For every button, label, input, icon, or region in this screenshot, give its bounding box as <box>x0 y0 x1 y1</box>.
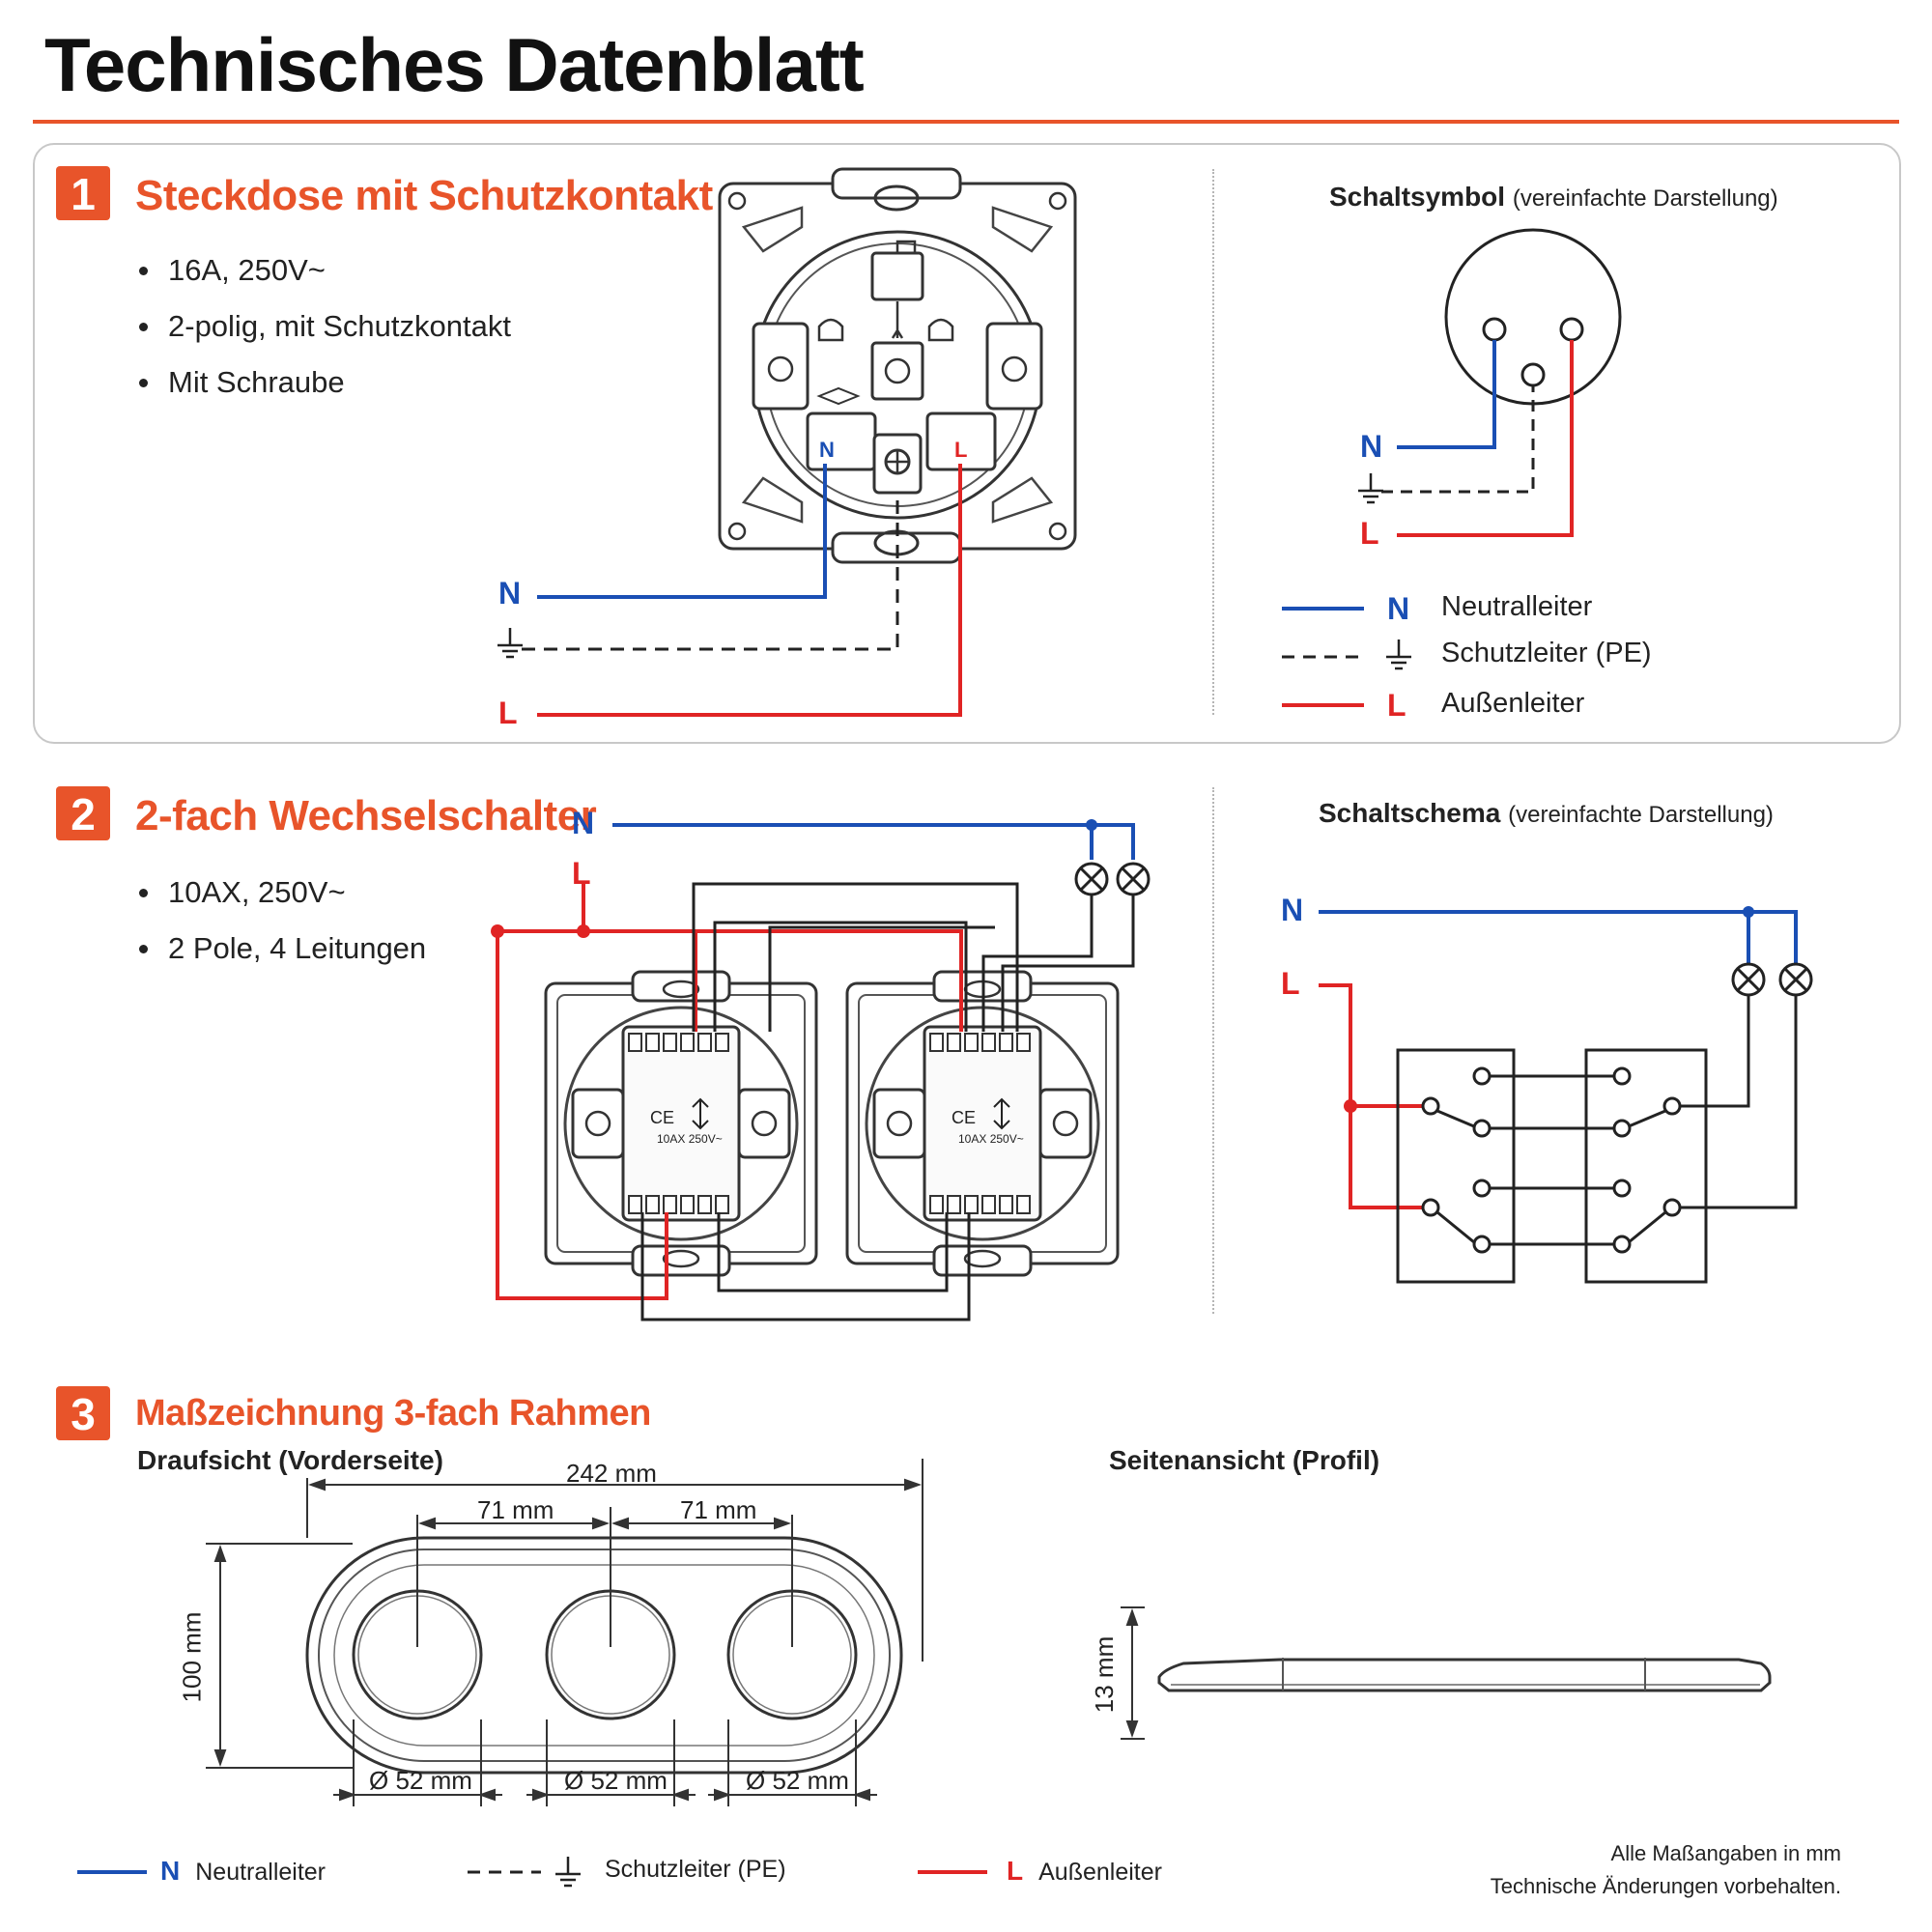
earth-symbol <box>496 626 525 659</box>
title-rule <box>33 120 1899 124</box>
footer-note-2: Technische Änderungen vorbehalten. <box>1490 1874 1841 1898</box>
neutral-wire <box>537 464 827 599</box>
frame-side-view <box>1157 1658 1772 1692</box>
phase-label: L <box>498 696 518 730</box>
top-view-heading: Draufsicht (Vorderseite) <box>137 1445 443 1475</box>
section-1-divider <box>1212 169 1214 715</box>
footer-legend-earth: Schutzleiter (PE) <box>605 1856 786 1883</box>
dim-diameter-2: Ø 52 mm <box>564 1766 668 1795</box>
phase-wire <box>537 464 962 717</box>
page-title: Technisches Datenblatt <box>44 22 865 107</box>
symbol-l-label: L <box>1360 516 1379 551</box>
dim-width: 242 mm <box>566 1459 657 1488</box>
section-3-title: Maßzeichnung 3-fach Rahmen <box>135 1393 651 1434</box>
earth-wire <box>522 493 899 651</box>
schema-n-label: N <box>1281 893 1304 927</box>
dim-depth: 13 mm <box>1090 1635 1120 1714</box>
schema-heading: Schaltschema (vereinfachte Darstellung) <box>1319 798 1774 828</box>
bullet-item: 16A, 250V~ <box>135 253 511 309</box>
socket-drawing <box>718 167 1077 564</box>
symbol-n-label: N <box>1360 429 1383 464</box>
module-rating-right: 10AX 250V~ <box>958 1132 1024 1146</box>
dim-diameter-1: Ø 52 mm <box>369 1766 472 1795</box>
dim-height: 100 mm <box>177 1611 207 1703</box>
bullet-item: 10AX, 250V~ <box>135 875 426 931</box>
terminal-n-label: N <box>819 438 835 462</box>
symbol-heading: Schaltsymbol (vereinfachte Darstellung) <box>1329 182 1778 212</box>
section-2-title: 2-fach Wechselschalter <box>135 792 597 839</box>
section-2-badge: 2 <box>56 786 110 840</box>
switch-l-label: L <box>572 856 591 891</box>
bullet-item: 2-polig, mit Schutzkontakt <box>135 309 511 365</box>
section-3-badge: 3 <box>56 1386 110 1440</box>
side-view-heading: Seitenansicht (Profil) <box>1109 1445 1380 1475</box>
schema-l-label: L <box>1281 966 1300 1001</box>
legend-earth: Schutzleiter (PE) <box>1441 638 1652 668</box>
switch-n-label: N <box>572 806 595 840</box>
section-2-bullets: 10AX, 250V~ 2 Pole, 4 Leitungen <box>135 875 426 987</box>
footer-note-1: Alle Maßangaben in mm <box>1610 1841 1841 1865</box>
section-1-badge: 1 <box>56 166 110 220</box>
dim-pitch-right: 71 mm <box>680 1495 757 1524</box>
section-1-title: Steckdose mit Schutzkontakt <box>135 172 713 219</box>
dim-diameter-3: Ø 52 mm <box>746 1766 849 1795</box>
socket-symbol <box>1444 228 1622 406</box>
module-rating-left: 10AX 250V~ <box>657 1132 723 1146</box>
bullet-item: Mit Schraube <box>135 365 511 421</box>
switch-module-left <box>544 970 818 1277</box>
terminal-l-label: L <box>954 438 968 462</box>
section-1-bullets: 16A, 250V~ 2-polig, mit Schutzkontakt Mi… <box>135 253 511 421</box>
neutral-label: N <box>498 576 522 611</box>
bullet-item: 2 Pole, 4 Leitungen <box>135 931 426 987</box>
section-2-divider <box>1212 787 1214 1314</box>
dim-pitch-left: 71 mm <box>477 1495 554 1524</box>
frame-top-view <box>305 1536 903 1775</box>
